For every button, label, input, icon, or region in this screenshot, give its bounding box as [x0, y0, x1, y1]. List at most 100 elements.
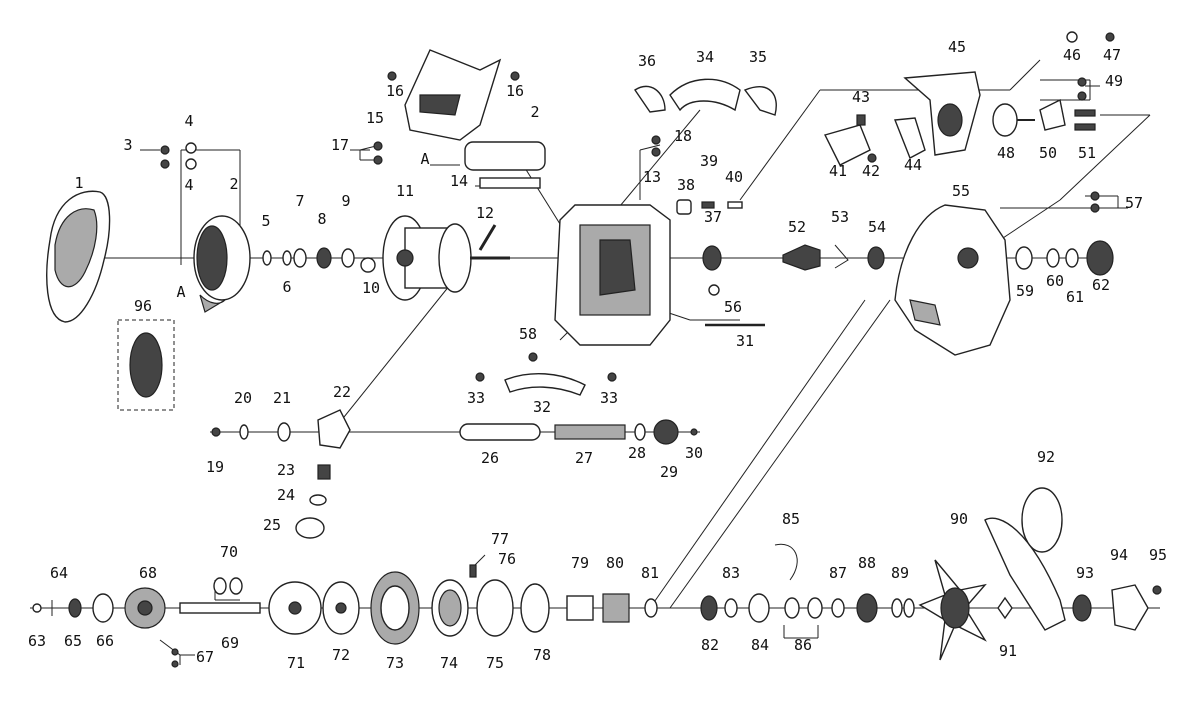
part-label-40: 40	[725, 168, 743, 186]
part-label-44: 44	[904, 156, 922, 174]
part-label-12: 12	[476, 204, 494, 222]
part-label-42: 42	[862, 162, 880, 180]
part-label-1: 1	[74, 174, 83, 192]
part-label-2: 2	[530, 103, 539, 121]
part-label-89: 89	[891, 564, 909, 582]
part-label-64: 64	[50, 564, 68, 582]
part-label-45: 45	[948, 38, 966, 56]
part-66	[92, 593, 114, 623]
part-26-tube	[459, 423, 541, 441]
part-label-A: A	[176, 283, 185, 301]
part-78	[520, 583, 550, 633]
part-label-32: 32	[533, 398, 551, 416]
part-62	[1086, 240, 1114, 276]
part-79	[566, 595, 594, 621]
part-label-13: 13	[643, 168, 661, 186]
part-label-63: 63	[28, 632, 46, 650]
part-label-80: 80	[606, 554, 624, 572]
part-label-62: 62	[1092, 276, 1110, 294]
part-label-16: 16	[386, 82, 404, 100]
part-label-21: 21	[273, 389, 291, 407]
part-96-cap	[129, 332, 163, 398]
part-label-70: 70	[220, 543, 238, 561]
part-label-19: 19	[206, 458, 224, 476]
part-6	[282, 250, 292, 266]
part-label-17: 17	[331, 136, 349, 154]
part-5	[262, 250, 272, 266]
part-label-51: 51	[1078, 144, 1096, 162]
part-label-24: 24	[277, 486, 295, 504]
part-69-shaft	[179, 602, 261, 614]
part-label-96: 96	[134, 297, 152, 315]
part-label-75: 75	[486, 654, 504, 672]
part-label-68: 68	[139, 564, 157, 582]
part-label-81: 81	[641, 564, 659, 582]
part-label-39: 39	[700, 152, 718, 170]
part-label-92: 92	[1037, 448, 1055, 466]
part-label-48: 48	[997, 144, 1015, 162]
part-label-16: 16	[506, 82, 524, 100]
part-94-plate	[1111, 584, 1149, 631]
part-label-53: 53	[831, 208, 849, 226]
part-label-7: 7	[295, 192, 304, 210]
part-label-23: 23	[277, 461, 295, 479]
parts	[32, 31, 1162, 668]
part-84	[748, 593, 770, 623]
part-label-10: 10	[362, 279, 380, 297]
part-27-worm	[554, 424, 626, 440]
part-8	[316, 247, 332, 269]
part-label-36: 36	[638, 52, 656, 70]
part-9	[341, 248, 355, 268]
part-label-35: 35	[749, 48, 767, 66]
part-25	[295, 517, 325, 539]
part-label-90: 90	[950, 510, 968, 528]
part-label-71: 71	[287, 654, 305, 672]
part-label-65: 65	[64, 632, 82, 650]
part-label-56: 56	[724, 298, 742, 316]
part-36	[634, 85, 666, 113]
part-label-33: 33	[467, 389, 485, 407]
part-label-4: 4	[184, 176, 193, 194]
part-label-58: 58	[519, 325, 537, 343]
part-80	[602, 593, 630, 623]
part-label-59: 59	[1016, 282, 1034, 300]
part-label-54: 54	[868, 218, 886, 236]
part-32	[504, 372, 586, 396]
part-label-27: 27	[575, 449, 593, 467]
part-label-78: 78	[533, 646, 551, 664]
part-label-55: 55	[952, 182, 970, 200]
part-label-31: 31	[736, 332, 754, 350]
part-label-60: 60	[1046, 272, 1064, 290]
part-label-61: 61	[1066, 288, 1084, 306]
part-label-46: 46	[1063, 46, 1081, 64]
part-label-52: 52	[788, 218, 806, 236]
part-52	[782, 244, 821, 271]
part-label-11: 11	[396, 182, 414, 200]
part-7	[293, 248, 307, 268]
part-label-95: 95	[1149, 546, 1167, 564]
part-41	[823, 124, 871, 166]
part-label-72: 72	[332, 646, 350, 664]
part-label-14: 14	[450, 172, 468, 190]
part-label-15: 15	[366, 109, 384, 127]
part-label-83: 83	[722, 564, 740, 582]
part-label-67: 67	[196, 648, 214, 666]
part-label-93: 93	[1076, 564, 1094, 582]
part-label-77: 77	[491, 530, 509, 548]
part-label-47: 47	[1103, 46, 1121, 64]
part-label-85: 85	[782, 510, 800, 528]
part-label-57: 57	[1125, 194, 1143, 212]
part-label-74: 74	[440, 654, 458, 672]
part-label-34: 34	[696, 48, 714, 66]
part-55-side-plate	[894, 204, 1011, 356]
part-label-94: 94	[1110, 546, 1128, 564]
part-label-3: 3	[123, 136, 132, 154]
part-label-76: 76	[498, 550, 516, 568]
part-75	[476, 579, 514, 637]
part-35	[743, 86, 777, 116]
part-label-8: 8	[317, 210, 326, 228]
part-label-41: 41	[829, 162, 847, 180]
